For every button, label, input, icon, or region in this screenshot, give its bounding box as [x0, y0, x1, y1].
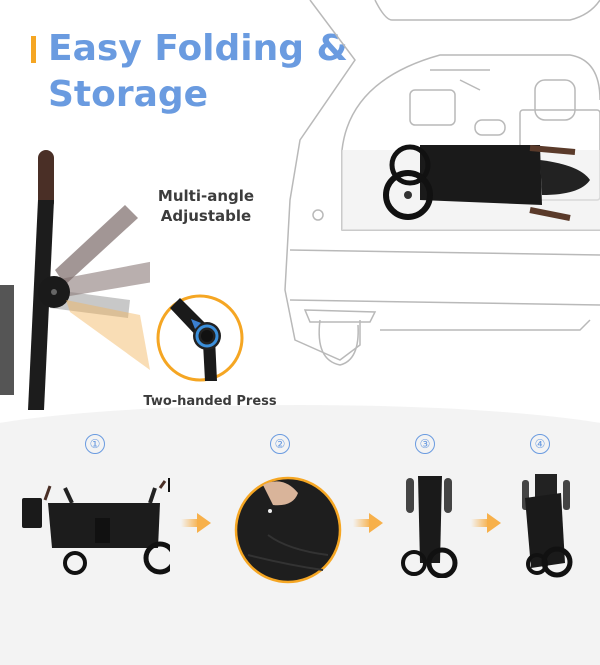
half-folded-wagon-icon — [401, 476, 458, 578]
two-handed-press-label: Two-handed Press — [143, 394, 277, 409]
step-number-2: ② — [270, 434, 290, 454]
title-line-2: Storage — [48, 74, 209, 115]
car-trunk-with-folded-wagon-icon — [284, 0, 600, 366]
title-line-1: Easy Folding & — [48, 28, 348, 69]
arrow-right-icon — [353, 513, 383, 533]
step-number-3: ③ — [415, 434, 435, 454]
multi-angle-line-1: Multi-angle — [157, 187, 255, 205]
title-accent-bar — [31, 36, 36, 63]
pull-center-handle-closeup-icon — [234, 476, 342, 584]
step-number-4: ④ — [530, 434, 550, 454]
adjustable-handle-angles-icon — [0, 150, 150, 410]
arrow-right-icon — [181, 513, 211, 533]
arrow-right-icon — [471, 513, 501, 533]
unfolded-wagon-icon — [22, 478, 170, 575]
multi-angle-line-2: Adjustable — [160, 207, 252, 225]
page-title: Easy Folding & Storage — [48, 26, 348, 118]
press-button-closeup-icon — [156, 294, 244, 382]
fully-folded-wagon-icon — [522, 474, 573, 578]
folded-wagon — [383, 144, 590, 221]
step-number-1: ① — [85, 434, 105, 454]
multi-angle-label: Multi-angle Adjustable — [150, 186, 262, 226]
